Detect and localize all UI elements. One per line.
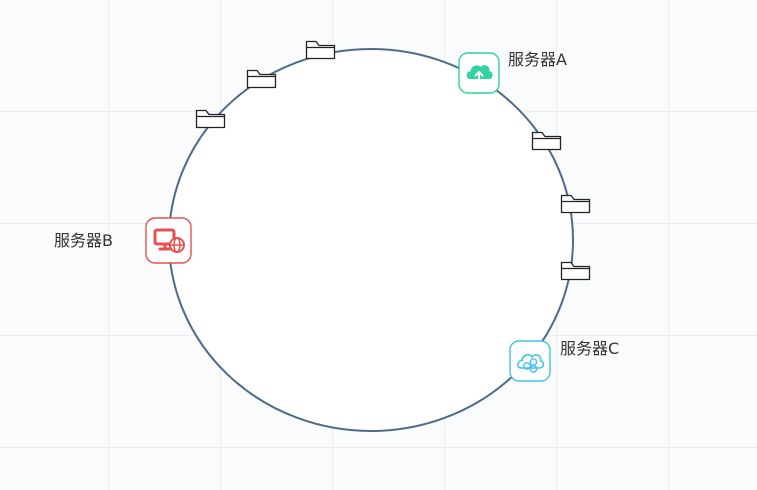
- data-node-folder-4[interactable]: [531, 131, 562, 151]
- server-b-node[interactable]: [145, 217, 192, 264]
- server-c-label: 服务器C: [560, 339, 620, 358]
- folder-icon: [305, 40, 336, 60]
- folder-icon: [560, 194, 591, 214]
- folder-icon: [531, 131, 562, 151]
- server-a-label: 服务器A: [508, 50, 567, 69]
- server-a-node[interactable]: [458, 52, 500, 94]
- data-node-folder-5[interactable]: [560, 194, 591, 214]
- monitor-globe-icon: [153, 228, 185, 253]
- cloud-share-icon: [517, 354, 545, 373]
- server-c-node[interactable]: [509, 340, 551, 382]
- server-b-label: 服务器B: [54, 231, 113, 250]
- data-node-folder-6[interactable]: [560, 261, 591, 281]
- data-node-folder-3[interactable]: [305, 40, 336, 60]
- cloud-upload-icon: [466, 65, 493, 85]
- folder-icon: [560, 261, 591, 281]
